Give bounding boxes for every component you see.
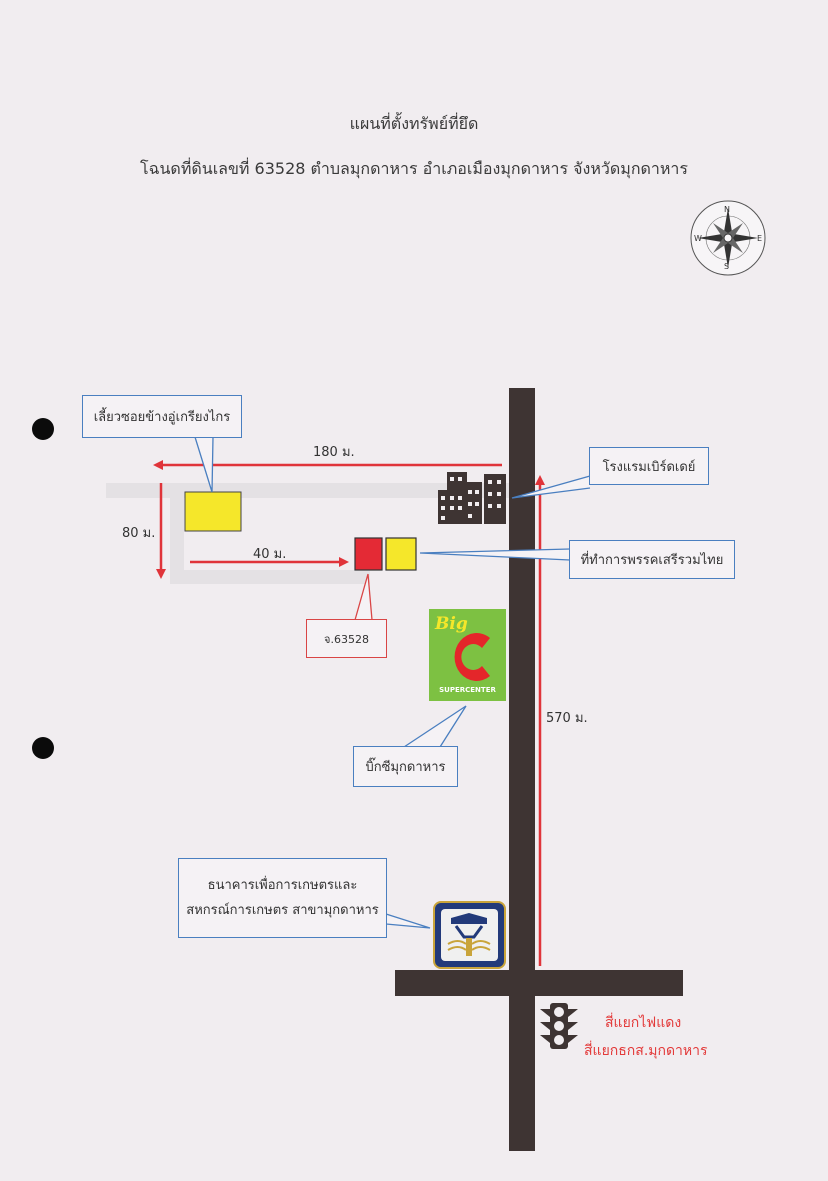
main-road-vertical	[509, 388, 535, 1151]
callout-pointers	[194, 436, 591, 929]
junction-traffic-light-label: สี่แยกไฟแดง	[605, 1015, 682, 1031]
bigc-word: Big	[435, 614, 468, 634]
distance-180m: 180 ม.	[313, 445, 355, 460]
bank-name-line1: ธนาคารเพื่อการเกษตรและ	[207, 878, 358, 893]
cross-road-horizontal	[395, 970, 683, 996]
garage-building	[184, 491, 242, 532]
callout-bigc-branch: บิ๊กซีมุกดาหาร	[353, 746, 458, 787]
bigc-logo	[429, 609, 506, 701]
compass-n: N	[724, 205, 730, 214]
compass-e: E	[757, 234, 763, 243]
party-office-building	[385, 537, 417, 571]
baac-bank-logo	[433, 901, 506, 969]
map-subtitle: โฉนดที่ดินเลขที่ 63528 ตำบลมุกดาหาร อำเภ…	[140, 159, 688, 178]
compass-w: W	[694, 234, 702, 243]
junction-baac-label: สี่แยกธกส.มุกดาหาร	[584, 1043, 708, 1059]
hotel-buildings-icon	[438, 472, 506, 524]
distance-80m: 80 ม.	[122, 526, 156, 541]
compass-icon	[690, 200, 766, 276]
deed-callout-pointer	[354, 573, 373, 621]
distance-40m: 40 ม.	[253, 547, 287, 562]
callout-hotel: โรงแรมเบิร์ดเดย์	[589, 447, 709, 485]
compass-s: S	[724, 262, 730, 271]
callout-bank: ธนาคารเพื่อการเกษตรและ สหกรณ์การเกษตร สา…	[178, 858, 387, 938]
bigc-supercenter: SUPERCENTER	[439, 686, 496, 694]
target-plot	[354, 537, 383, 571]
bank-name-line2: สหกรณ์การเกษตร สาขามุกดาหาร	[186, 903, 379, 918]
callout-party-office: ที่ทำการพรรคเสรีรวมไทย	[569, 540, 735, 579]
callout-deed-number: จ.63528	[306, 619, 387, 658]
map-title: แผนที่ตั้งทรัพย์ที่ยึด	[349, 114, 479, 133]
distance-570m: 570 ม.	[546, 711, 588, 726]
callout-turn-soi: เลี้ยวซอยข้างอู่เกรียงไกร	[82, 395, 242, 438]
binder-hole-bottom	[32, 737, 54, 759]
traffic-light-icon	[540, 1003, 578, 1049]
binder-hole-top	[32, 418, 54, 440]
